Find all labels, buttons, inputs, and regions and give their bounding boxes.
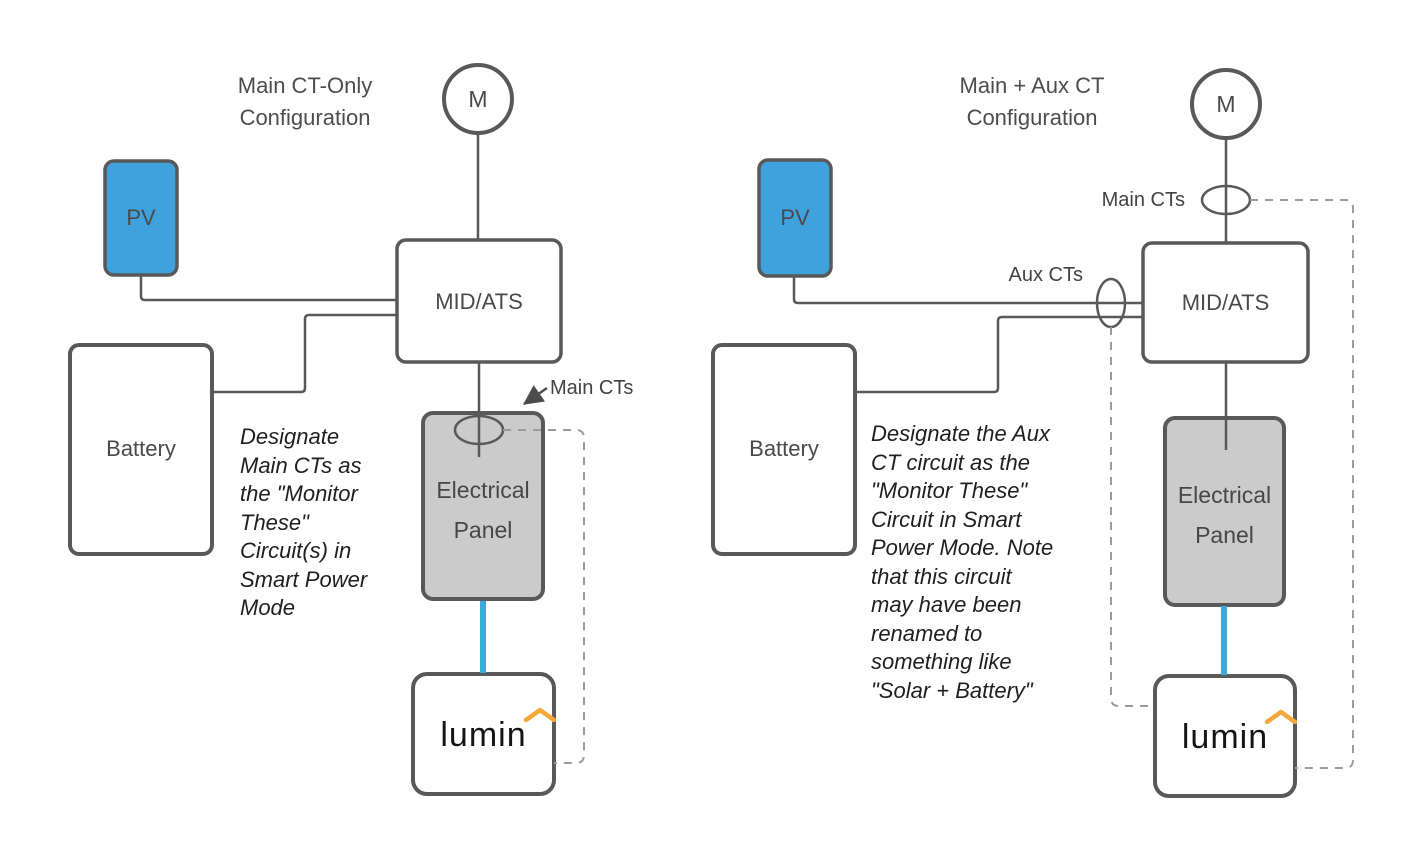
lumin-roof-icon [523,707,557,722]
right-lumin-wordmark: lumin [1181,718,1269,756]
left-mid-ats-label: MID/ATS [435,289,523,314]
left-diagram-title: Main CT-Only Configuration [237,73,373,130]
right-aux-cts-label: Aux CTs [1008,264,1083,286]
left-pv-line [139,275,397,302]
right-lumin-box [1153,674,1297,798]
left-lumin-logo: lumin [413,707,557,755]
right-aux-ct-dashed-path [1110,327,1155,707]
right-battery-box [711,343,857,556]
right-pv-box [757,158,833,278]
right-electrical-panel-label: Electrical Panel [1177,482,1272,548]
left-lumin-box [411,672,556,796]
right-main-ct-dashed-path [1250,199,1354,769]
right-battery-label: Battery [749,436,819,461]
right-electrical-panel-box [1163,416,1286,607]
lumin-roof-icon [1264,709,1298,724]
right-mid-ats-label: MID/ATS [1181,290,1270,315]
left-battery-line [212,313,397,394]
left-battery-box [68,343,214,556]
right-battery-line [855,315,1143,394]
right-pv-label: PV [780,205,810,230]
left-pv-box [103,159,179,277]
right-main-cts-label: Main CTs [1101,189,1185,211]
right-meter-circle [1190,68,1262,140]
right-meter-label: M [1216,91,1236,117]
left-main-cts-callout-label: Main CTs [550,377,634,399]
left-lumin-wordmark: lumin [440,716,527,754]
left-meter-label: M [468,86,488,112]
right-diagram-title: Main + Aux CT Configuration [959,73,1105,130]
left-instruction-note: Designate Main CTs as the "Monitor These… [240,424,368,620]
left-meter-circle [442,63,514,135]
right-lumin-logo: lumin [1155,709,1298,757]
left-ct-dashed-path [503,429,585,764]
right-pv-line [792,276,1143,305]
right-instruction-note: Designate the Aux CT circuit as the "Mon… [871,421,1054,703]
left-battery-label: Battery [106,436,176,461]
left-electrical-panel-label: Electrical Panel [436,477,530,543]
left-pv-label: PV [126,205,156,230]
left-main-cts-arrow [522,385,548,406]
left-electrical-panel-box [421,411,545,601]
